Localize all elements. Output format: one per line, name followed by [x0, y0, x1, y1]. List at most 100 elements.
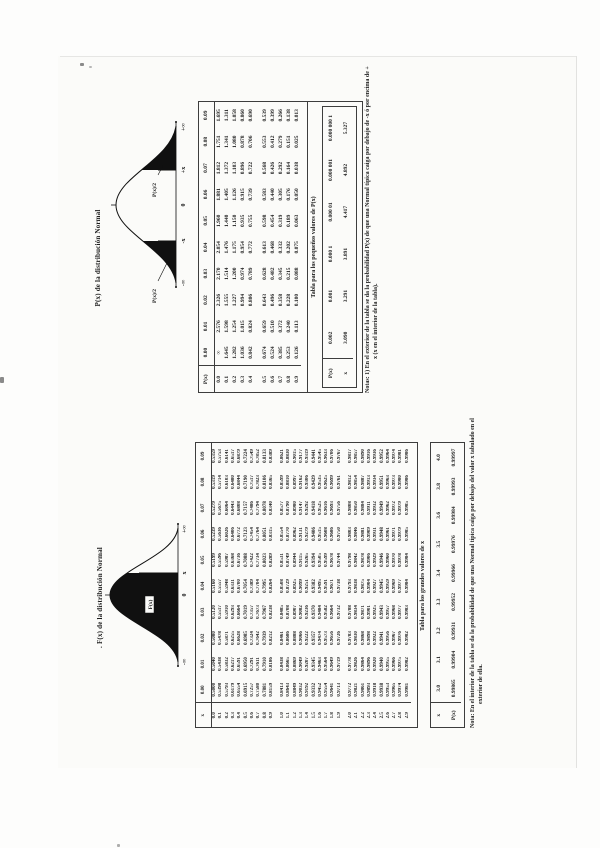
corner-header: x	[196, 703, 212, 727]
value-cell: 1.751	[215, 135, 222, 148]
value-cell: 0.99931	[450, 621, 457, 640]
value-cell: 0.266	[277, 109, 284, 122]
value-cell: 0.345	[277, 267, 284, 280]
value-cell: 2.054	[215, 241, 222, 254]
value-cell: 1.881	[215, 188, 222, 201]
value-cell: 1.200	[231, 267, 238, 280]
value-cell: 1.598	[223, 320, 230, 333]
normal-curve-two-tails-icon: P(x)/2 P(x)/2 -∞ -x 0 +x +∞	[111, 121, 187, 303]
region-label-box	[144, 595, 155, 614]
value-cell: 0.113	[293, 320, 300, 333]
value-cell: 3.3	[435, 598, 442, 606]
axis-label-neg-inf: -∞	[181, 279, 187, 286]
row-label: 0.0	[214, 366, 223, 392]
value-cell: 3.2	[435, 627, 442, 635]
value-cell: 0.9986	[404, 449, 410, 463]
scan-speck	[0, 377, 4, 383]
value-cell: 3.5	[435, 540, 442, 548]
value-cell: 0.5160	[212, 579, 218, 593]
column-header: 0.07	[199, 154, 215, 182]
value-cell: 0.789	[247, 267, 254, 280]
axis-label-zero: 0	[182, 594, 188, 597]
row-label: P(x)	[446, 703, 461, 727]
value-cell: 1.058	[231, 109, 238, 122]
scan-top-edge	[60, 56, 577, 57]
value-cell: 3.6	[435, 511, 442, 519]
value-cell: 0.553	[261, 135, 268, 148]
value-cell: 1.645	[223, 346, 230, 359]
value-cell: 2.576	[215, 320, 222, 333]
value-cell: 0.824	[247, 320, 254, 333]
value-cell: 0.440	[269, 188, 276, 201]
column-header: 0.06	[196, 521, 212, 547]
value-cell: 1.341	[223, 135, 230, 148]
value-cell: 0.9984	[404, 553, 410, 567]
value-cell: 0.176	[285, 188, 292, 201]
value-cell: 4.417	[342, 205, 349, 219]
value-cell: 0.385	[277, 346, 284, 359]
value-cell: 0.001	[327, 289, 334, 303]
value-cell: 0.482	[269, 267, 276, 280]
axis-label-zero: 0	[181, 204, 187, 207]
value-cell: 0.674	[261, 346, 268, 359]
value-cell: 1.175	[231, 241, 238, 254]
value-cell: 3.291	[342, 289, 349, 303]
scan-speck	[117, 844, 120, 847]
tail-label-arrow-left	[157, 260, 169, 282]
value-cell: 0.772	[247, 241, 254, 254]
value-cell: 0.755	[247, 214, 254, 228]
value-cell: 0.038	[293, 161, 300, 175]
value-cell: 1.812	[215, 161, 222, 175]
row-label: 0.3	[239, 366, 247, 392]
value-cell: 0.5120	[212, 605, 218, 619]
row-label: 0.0	[211, 703, 219, 727]
value-cell: 0.9983	[404, 605, 410, 619]
value-cell: 0.974	[239, 267, 246, 280]
p-curve-diagram: P(x)/2 P(x)/2 -∞ -x 0 +x +∞	[104, 118, 192, 308]
section-divider	[307, 102, 308, 392]
value-cell: 0.842	[247, 346, 254, 359]
value-cell: 3.8	[435, 483, 442, 490]
tail-probability-label-right: P(x)/2	[151, 183, 158, 197]
value-cell: 3.090	[342, 331, 349, 344]
f-table-title: . F(x) de la distribución Normal	[96, 547, 104, 648]
value-cell: 0.292	[277, 161, 284, 175]
column-header: 0.00	[199, 339, 215, 366]
value-cell: 0.075	[293, 241, 300, 254]
tail-label-arrow-right	[157, 157, 168, 176]
row-label: x	[431, 703, 446, 727]
column-header: 0.02	[199, 286, 215, 314]
value-cell: 0.002	[327, 331, 334, 344]
axis-label-neg-x: -x	[181, 239, 187, 244]
value-cell: 1.227	[231, 293, 238, 307]
value-cell: 0.628	[261, 267, 268, 280]
value-cell: 1.555	[223, 293, 230, 307]
value-cell: 0.358	[277, 293, 284, 307]
axis-right-end-dot	[177, 523, 179, 525]
scan-speck	[89, 66, 92, 68]
value-cell: 0.5319	[212, 475, 218, 489]
p-table-title: P(x) de la distribución Normal	[94, 209, 102, 307]
value-cell: 0.583	[261, 188, 268, 201]
